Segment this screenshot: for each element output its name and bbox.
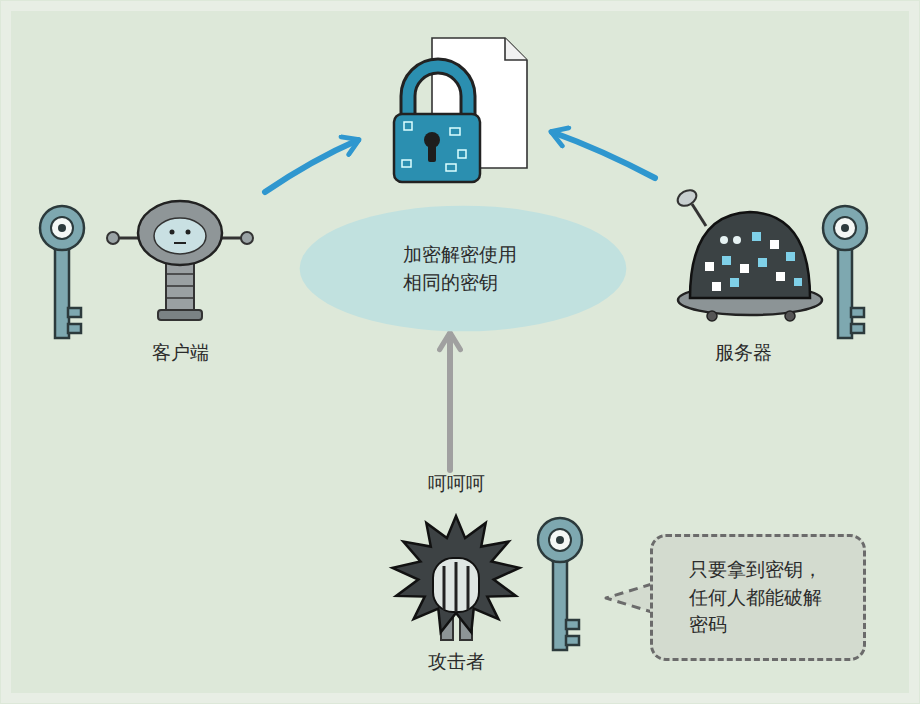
key-icon-part <box>556 536 564 544</box>
key-icon <box>40 206 84 338</box>
server-robot-part <box>740 264 749 273</box>
server-robot-part <box>720 236 728 244</box>
server-robot-part <box>776 272 785 281</box>
client-robot-part <box>222 237 242 240</box>
client-robot-part <box>118 237 138 240</box>
server-robot-part <box>752 232 761 241</box>
client-robot-part <box>158 310 202 320</box>
client-robot-part <box>241 232 253 244</box>
server-node: 服务器 <box>668 190 818 367</box>
locked-document-part <box>404 122 412 130</box>
server-robot-part <box>707 311 717 321</box>
server-robot-part <box>675 187 699 209</box>
figure-label: 攻击者 <box>428 648 485 676</box>
figure-label: 客户端 <box>152 339 209 367</box>
server-robot-part <box>770 240 779 249</box>
client-node: 客户端 <box>108 195 252 367</box>
locked-document-part <box>450 128 460 135</box>
client-robot-part <box>166 273 194 275</box>
server-robot-part <box>730 278 739 287</box>
callout-tail <box>606 584 652 612</box>
blue-arrow <box>552 132 655 178</box>
server-robot-part <box>794 278 802 286</box>
locked-document-part <box>458 150 466 158</box>
key-icon-part <box>68 324 81 333</box>
client-robot-part <box>186 230 191 235</box>
callout-bubble: 只要拿到密钥， 任何人都能破解 密码 <box>650 534 866 661</box>
server-robot-part <box>786 252 795 261</box>
locked-document <box>394 38 527 182</box>
client-robot-part <box>174 242 186 244</box>
key-icon-part <box>58 224 66 232</box>
client-robot <box>107 201 253 320</box>
locked-document-part <box>394 114 480 182</box>
client-robot-part <box>170 230 175 235</box>
server-robot-part <box>690 212 810 298</box>
key-icon-part <box>841 224 849 232</box>
key-icon-part <box>538 518 582 562</box>
server-robot-part <box>692 204 706 226</box>
locked-document-part <box>428 140 436 162</box>
client-robot-part <box>138 201 222 265</box>
server-robot-part <box>705 262 714 271</box>
key-icon-part <box>566 620 579 629</box>
key-icon-part <box>851 308 864 317</box>
attacker-figure <box>393 516 520 640</box>
ellipse-fill <box>300 206 627 332</box>
blue-arrow <box>265 140 358 192</box>
ellipse-shape <box>298 205 628 332</box>
server-robot-part <box>758 258 767 267</box>
key-icon-part <box>566 636 579 645</box>
server-robot <box>675 187 822 321</box>
attacker-figure-part <box>467 566 470 610</box>
key-icon-part <box>851 324 864 333</box>
server-robot-part <box>712 282 721 291</box>
server-robot-part <box>733 236 741 244</box>
locked-document-part <box>402 160 411 167</box>
key-icon-part <box>834 217 856 239</box>
key-icon <box>538 518 582 650</box>
figure-label: 呵呵呵 <box>428 470 485 498</box>
server-robot-part <box>722 256 731 265</box>
key-icon-part <box>549 529 571 551</box>
client-robot-part <box>166 297 194 299</box>
ellipse-node: 加密解密使用 相同的密钥 <box>298 205 628 332</box>
attacker-figure-part <box>393 516 520 632</box>
key-icon-part <box>823 206 867 250</box>
node-text: 只要拿到密钥， 任何人都能破解 密码 <box>689 556 828 639</box>
key-icon-part <box>40 206 84 250</box>
figure-label: 服务器 <box>715 339 772 367</box>
key-icon-part <box>68 308 81 317</box>
client-robot-part <box>154 218 206 254</box>
key-icon-part <box>51 217 73 239</box>
node-text: 加密解密使用 相同的密钥 <box>403 241 523 296</box>
client-robot-part <box>166 262 194 312</box>
locked-document-part <box>446 164 456 171</box>
gray-arrow <box>447 334 453 470</box>
attacker-figure-part <box>455 562 458 612</box>
client-robot-part <box>107 232 119 244</box>
attacker-figure-part <box>433 558 479 612</box>
attacker-node: 呵呵呵攻击者 <box>396 470 516 676</box>
locked-document-part <box>505 38 527 60</box>
frame <box>6 6 914 698</box>
key-icon <box>823 206 867 338</box>
attacker-figure-part <box>443 566 446 610</box>
server-robot-part <box>785 311 795 321</box>
client-robot-part <box>166 285 194 287</box>
